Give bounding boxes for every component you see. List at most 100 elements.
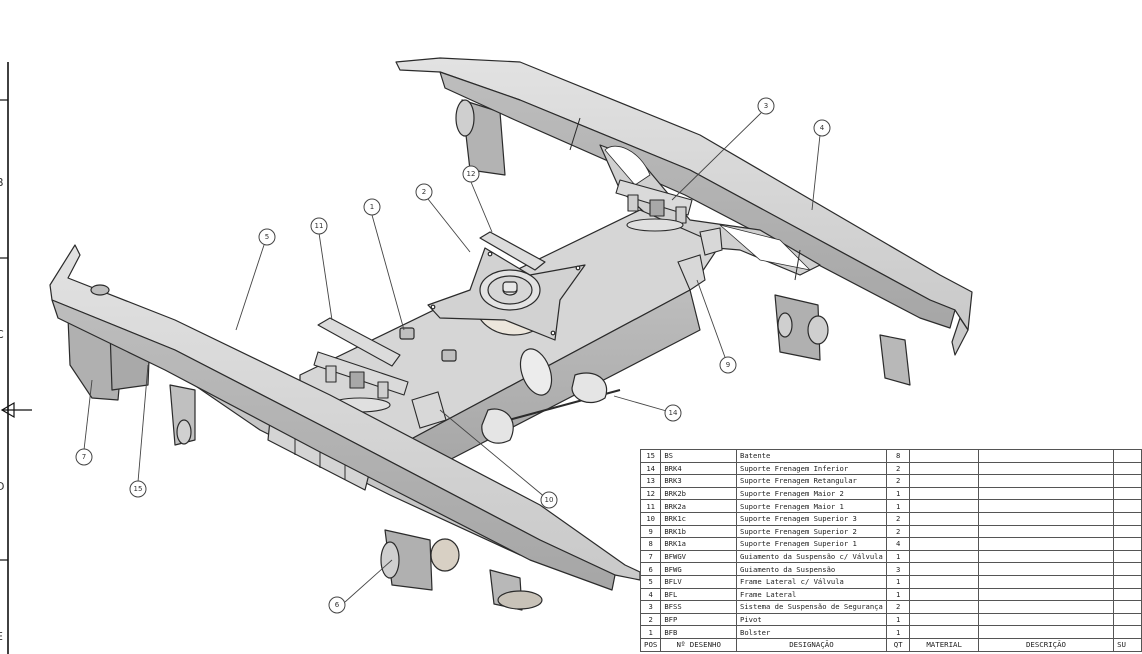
bom-drawing-no: BRK2b [660,486,738,501]
bom-qty: 2 [885,524,911,539]
bom-description [977,625,1115,639]
bom-pos: 1 [639,625,662,639]
bom-su [1113,537,1142,551]
header-su: SU [1113,637,1142,652]
bom-su [1113,499,1142,513]
bom-drawing-no: BFWGV [660,549,738,564]
svg-text:9: 9 [726,361,730,369]
balloon: 7 [75,448,93,466]
bom-drawing-no: BRK4 [660,461,738,476]
header-description: DESCRIÇÃO [977,637,1115,652]
bom-pos: 3 [639,600,662,614]
bom-drawing-no: BFL [660,587,738,602]
balloon: 1 [363,198,381,216]
header-qty: QT [885,637,911,652]
zone-letter: D [0,480,5,493]
bom-designation: Suporte Frenagem Inferior [736,461,887,476]
bom-pos: 6 [639,562,662,576]
bom-pos: 11 [639,499,662,513]
bom-drawing-no: BRK2a [660,499,738,513]
bom-material [909,461,979,476]
bom-su [1113,524,1142,539]
svg-text:15: 15 [134,485,143,493]
bom-su [1113,600,1142,614]
bom-designation: Frame Lateral [736,587,887,602]
balloon: 2 [415,183,433,201]
bom-pos: 9 [639,524,662,539]
svg-text:6: 6 [335,601,340,609]
svg-text:7: 7 [82,453,86,461]
bom-pos: 4 [639,587,662,602]
balloon: 15 [129,480,147,498]
bom-qty: 1 [885,499,911,513]
safety-suspension-rear [615,179,693,232]
leader-lines [83,112,821,603]
bom-description [977,486,1115,501]
bom-header-row: POS Nº DESENHO DESIGNAÇÃO QT MATERIAL DE… [639,637,1142,652]
bom-description [977,537,1115,551]
bom-designation: Frame Lateral c/ Válvula [736,574,887,589]
bom-drawing-no: BFP [660,612,738,627]
bom-description [977,587,1115,602]
bom-description [977,562,1115,576]
bom-su [1113,612,1142,627]
lateral-frame-rear [395,57,973,386]
brake-brackets [411,227,723,429]
bom-designation: Suporte Frenagem Maior 2 [736,486,887,501]
bom-pos: 8 [639,537,662,551]
bom-material [909,474,979,488]
bom-material [909,486,979,501]
bom-su [1113,449,1142,463]
bom-qty: 8 [885,449,911,463]
bom-designation: Batente [736,449,887,463]
bom-drawing-no: BRK1a [660,537,738,551]
bom-qty: 2 [885,461,911,476]
header-pos: POS [639,637,662,652]
bom-designation: Guiamento da Suspensão [736,562,887,576]
bom-material [909,625,979,639]
bom-pos: 5 [639,574,662,589]
bom-qty: 1 [885,625,911,639]
bom-qty: 2 [885,474,911,488]
bom-pos: 2 [639,612,662,627]
bom-description [977,499,1115,513]
bom-qty: 2 [885,511,911,526]
bom-material [909,449,979,463]
bom-drawing-no: BRK1c [660,511,738,526]
bom-su [1113,549,1142,564]
svg-text:3: 3 [764,102,768,110]
bom-drawing-no: BFSS [660,600,738,614]
bom-su [1113,474,1142,488]
bom-drawing-no: BFWG [660,562,738,576]
bom-material [909,524,979,539]
balloon: 9 [719,356,737,374]
bom-designation: Pivot [736,612,887,627]
bom-description [977,511,1115,526]
bom-material [909,562,979,576]
bom-su [1113,511,1142,526]
bom-description [977,524,1115,539]
safety-suspension-front [313,317,409,413]
bom-material [909,511,979,526]
svg-text:4: 4 [820,124,825,132]
bom-designation: Suporte Frenagem Retangular [736,474,887,488]
bom-su [1113,625,1142,639]
bom-designation: Guiamento da Suspensão c/ Válvula [736,549,887,564]
bom-qty: 1 [885,549,911,564]
bom-description [977,449,1115,463]
